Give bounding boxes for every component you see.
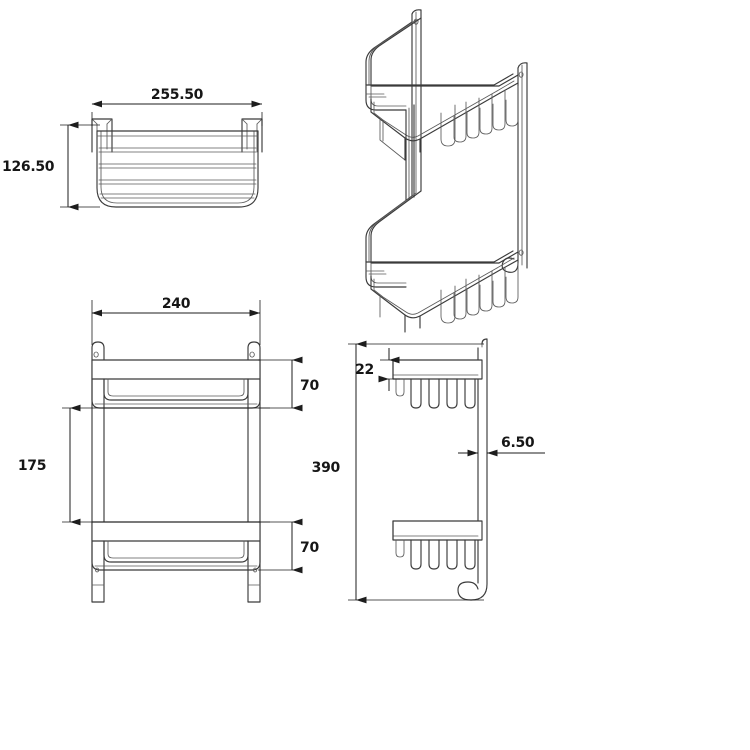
dimension-22: 22 — [355, 348, 400, 391]
dimension-label-175: 175 — [18, 458, 46, 474]
dimension-label-240: 240 — [162, 296, 191, 312]
front-elevation-view: 240 70 175 70 — [18, 296, 320, 603]
dimension-70-upper: 70 — [258, 356, 320, 412]
basket-wire-bars — [98, 147, 257, 199]
dimension-126-50: 126.50 — [2, 121, 100, 211]
dimension-label-126-50: 126.50 — [2, 159, 55, 175]
upper-shelf-prongs — [410, 378, 476, 409]
dimension-255-50: 255.50 — [91, 87, 263, 126]
dimension-390: 390 — [312, 340, 484, 604]
top-plan-view: 255.50 126.50 — [2, 87, 263, 211]
dimension-240: 240 — [91, 296, 261, 345]
side-elevation-view: 390 22 6.50 — [312, 338, 545, 604]
dimension-label-22: 22 — [355, 362, 374, 378]
lower-basket-prongs — [440, 262, 519, 324]
dimension-70-lower: 70 — [258, 518, 320, 574]
dimension-label-70-lower: 70 — [300, 540, 319, 556]
dimension-6-50: 6.50 — [458, 435, 545, 457]
upper-basket-prongs — [440, 85, 519, 147]
dimension-label-255-50: 255.50 — [151, 87, 204, 103]
lower-shelf-prongs — [410, 539, 476, 570]
dimension-175: 175 — [18, 404, 270, 526]
isometric-view — [365, 9, 528, 333]
dimension-label-6-50: 6.50 — [501, 435, 535, 451]
dimension-label-390: 390 — [312, 460, 341, 476]
dimension-label-70-upper: 70 — [300, 378, 319, 394]
